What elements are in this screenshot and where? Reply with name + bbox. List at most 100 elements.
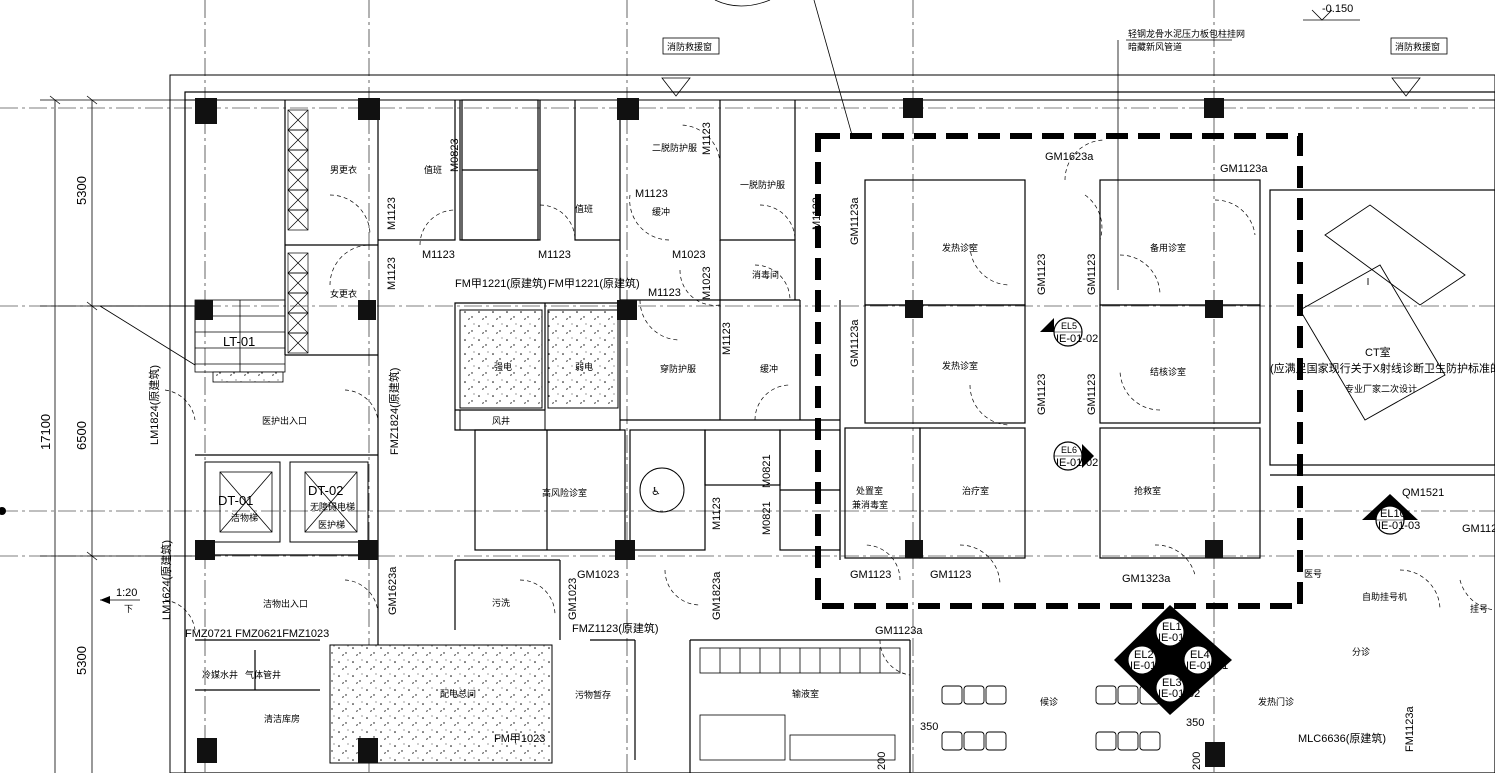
columns	[195, 98, 1225, 767]
room-triage: 分诊	[1352, 646, 1370, 657]
svg-text:M1123: M1123	[386, 197, 398, 230]
accessible-icon	[639, 467, 685, 513]
ct-note-2: 专业厂家二次设计	[1345, 383, 1417, 394]
room-distribution: 配电总间	[440, 688, 476, 699]
lift-dt01: DT-01	[218, 493, 253, 508]
svg-text:GM1123: GM1123	[1036, 254, 1048, 295]
room-high-risk: 高风险诊室	[542, 487, 587, 498]
dim-350-a: 350	[920, 721, 938, 733]
svg-text:MLC6636(原建筑): MLC6636(原建筑)	[1298, 731, 1386, 745]
svg-text:IE-01-02: IE-01-02	[1056, 333, 1098, 345]
room-clean-elevator: 洁物梯	[231, 512, 258, 523]
room-treatment: 治疗室	[962, 485, 989, 496]
lift-lt01: LT-01	[223, 334, 255, 349]
svg-text:GM1023: GM1023	[577, 569, 619, 581]
svg-text:LM1624(原建筑): LM1624(原建筑)	[159, 540, 173, 620]
svg-text:EL10: EL10	[1380, 508, 1406, 520]
room-gas-pipe: 气体管井	[245, 669, 281, 680]
room-spare: 备用诊室	[1150, 242, 1186, 253]
svg-text:FMZ1824(原建筑): FMZ1824(原建筑)	[387, 368, 401, 455]
note-steel-keel: 轻钢龙骨水泥压力板包柱挂网	[1128, 28, 1245, 39]
waiting-seats	[941, 685, 1161, 751]
svg-text:GM1023: GM1023	[567, 578, 579, 620]
room-duty-1: 值班	[424, 164, 442, 175]
svg-text:EL2: EL2	[1134, 649, 1154, 661]
svg-text:EL5: EL5	[1061, 321, 1077, 331]
rescue-window-right: 消防救援窗	[1395, 41, 1440, 52]
elevators: DT-01 DT-02	[204, 461, 369, 543]
svg-text:M1123: M1123	[721, 322, 733, 355]
room-clean-entrance: 洁物出入口	[263, 598, 308, 609]
dim-350-b: 350	[1186, 717, 1204, 729]
svg-text:GM1123: GM1123	[1086, 374, 1098, 415]
svg-text:FMZ1123(原建筑): FMZ1123(原建筑)	[572, 621, 659, 635]
room-disinfect: 消毒间	[752, 269, 779, 280]
room-ppe-off-2: 二脱防护服	[652, 142, 697, 153]
outer-walls: LT-01	[99, 74, 1495, 773]
room-weak-electric: 弱电	[575, 361, 593, 372]
door-swings	[164, 124, 1495, 676]
room-buffer-2: 缓冲	[760, 363, 778, 374]
clinic-zone-boundary	[815, 133, 1303, 609]
svg-text:IE-01-01: IE-01-01	[1158, 632, 1200, 644]
svg-text:EL4: EL4	[1190, 649, 1210, 661]
svg-text:M1023: M1023	[701, 266, 713, 300]
elevation-tag-el1-4: EL1 IE-01-01 EL2 IE-01-02 EL4 IE-01-01 E…	[1114, 605, 1232, 715]
room-register-2: 医号	[1304, 569, 1322, 579]
svg-text:M1023: M1023	[672, 249, 706, 261]
door-labels: M0823 M1123 M1123 M1123 M1123 M1123 M112…	[147, 122, 1495, 752]
svg-text:IE-01-02: IE-01-02	[1130, 660, 1172, 672]
ct-note: (应满足国家现行关于X射线诊断卫生防护标准的规定)	[1270, 361, 1495, 375]
svg-text:M1123: M1123	[635, 188, 668, 200]
room-fever-2: 发热诊室	[942, 360, 978, 371]
lift-dt02: DT-02	[308, 483, 343, 498]
svg-text:IE-01-01: IE-01-01	[1186, 660, 1228, 672]
room-rescue: 抢救室	[1134, 485, 1161, 496]
elevation-tag-el6: EL6 IE-01-02	[1053, 441, 1098, 471]
room-waste-store: 污物暂存	[575, 689, 611, 700]
room-ct: CT室	[1365, 345, 1391, 359]
svg-text:EL1: EL1	[1162, 621, 1182, 633]
svg-text:GM1123a: GM1123a	[875, 625, 923, 637]
svg-text:GM1123: GM1123	[1462, 523, 1495, 535]
scale-ratio: 1:20	[116, 587, 137, 599]
room-walls	[284, 100, 379, 356]
walls-clinic	[844, 179, 1495, 559]
note-fresh-air: 暗藏新风管道	[1128, 41, 1182, 52]
svg-text:M0821: M0821	[761, 501, 773, 535]
svg-text:M1123: M1123	[811, 197, 823, 230]
dim-17100: 17100	[38, 414, 53, 450]
ct-equipment	[1299, 204, 1466, 421]
svg-text:IE-01-02: IE-01-02	[1056, 457, 1098, 469]
infusion-beds	[699, 647, 901, 761]
svg-text:M1123: M1123	[422, 249, 455, 261]
svg-text:GM1123: GM1123	[1086, 254, 1098, 295]
svg-text:GM1623a: GM1623a	[1045, 151, 1094, 163]
room-duty-2: 值班	[575, 203, 593, 214]
strong-electric-room	[459, 309, 543, 409]
svg-text:M1123: M1123	[538, 249, 571, 261]
svg-text:IE-01-03: IE-01-03	[1378, 520, 1420, 532]
rescue-window-left: 消防救援窗	[667, 41, 712, 52]
svg-text:GM1123: GM1123	[1036, 374, 1048, 415]
dim-5300-bottom: 5300	[74, 646, 89, 675]
dim-200-b: 200	[1191, 752, 1203, 770]
svg-text:M0821: M0821	[761, 454, 773, 488]
room-self-register: 自助挂号机	[1362, 591, 1407, 602]
room-ppe-off-1: 一脱防护服	[740, 179, 785, 190]
elevation-tag-el10: EL10 IE-01-03	[1362, 494, 1420, 535]
svg-text:FM甲1221(原建筑): FM甲1221(原建筑)	[455, 276, 547, 290]
room-labels: 男更衣 女更衣 值班 值班 二脱防护服 一脱防护服 缓冲 消毒间 穿防护服 缓冲…	[202, 142, 1495, 724]
svg-text:M1123: M1123	[648, 287, 681, 299]
room-tb: 结核诊室	[1150, 366, 1186, 377]
svg-text:GM1623a: GM1623a	[387, 566, 399, 615]
svg-text:GM1323a: GM1323a	[1122, 573, 1171, 585]
room-sewage: 污洗	[492, 597, 510, 608]
room-barrier-elevator: 无障碍电梯	[310, 501, 355, 512]
room-cleaning-store: 清洁库房	[264, 713, 300, 724]
room-register: 挂号	[1470, 603, 1488, 614]
elevation-label: -0.150	[1322, 3, 1353, 15]
room-staff-entrance: 医护出入口	[262, 415, 307, 426]
